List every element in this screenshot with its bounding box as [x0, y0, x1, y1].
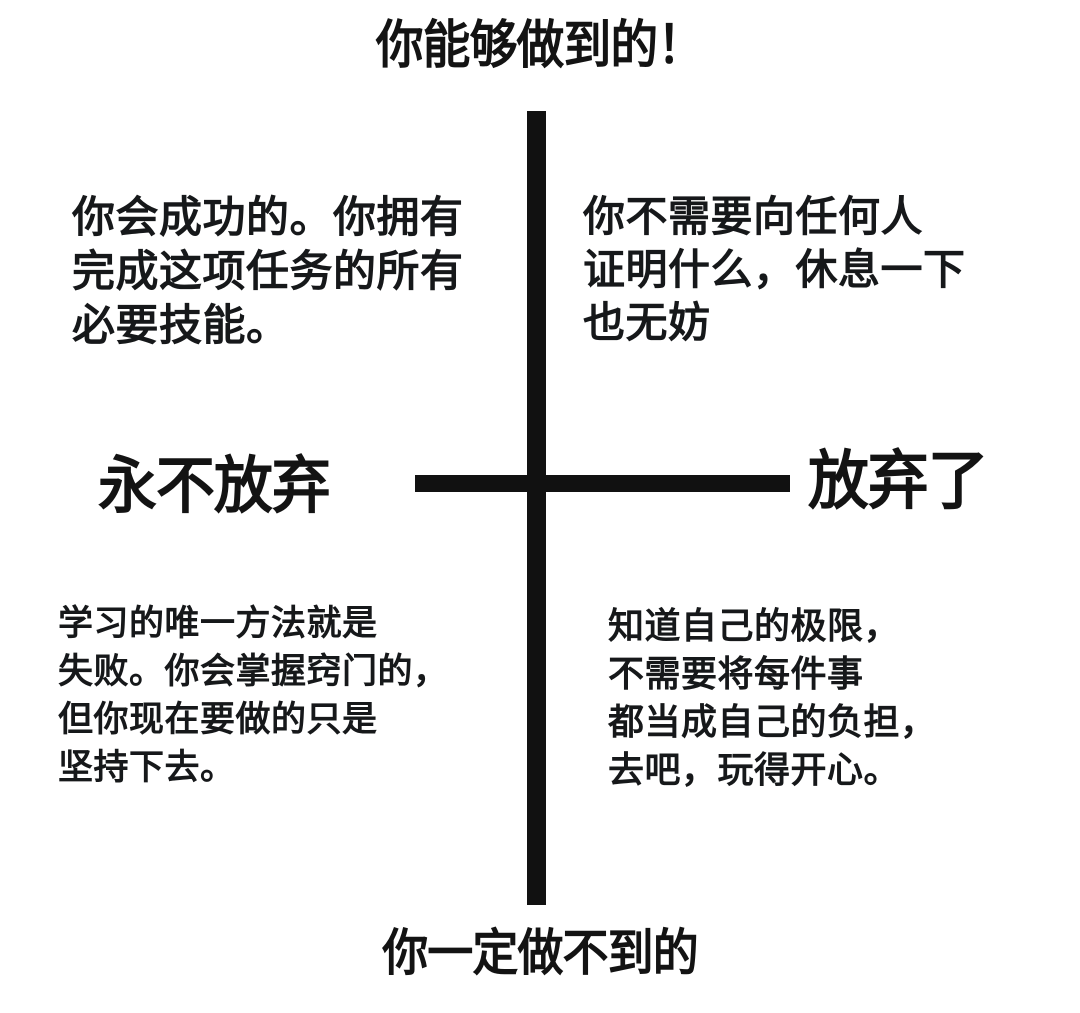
vertical-axis-line [527, 111, 546, 905]
quadrant-top-right: 你不需要向任何人 证明什么，休息一下 也无妨 [583, 192, 966, 351]
quadrant-bottom-right-line: 都当成自己的负担， [608, 702, 937, 742]
axis-label-top: 你能够做到的！ [375, 16, 705, 76]
quadrant-bottom-right-line: 去吧，玩得开心。 [608, 750, 901, 790]
axis-label-right: 放弃了 [808, 445, 988, 519]
axis-label-left: 永不放弃 [98, 449, 331, 522]
quadrant-top-left-line: 你会成功的。你拥有 [72, 195, 464, 242]
quadrant-bottom-left: 学习的唯一方法就是 失败。你会掌握窍门的， 但你现在要做的只是 坚持下去。 [58, 600, 449, 792]
quadrant-bottom-left-line: 学习的唯一方法就是 [58, 604, 378, 643]
axis-label-bottom: 你一定做不到的 [382, 924, 698, 982]
quadrant-top-left-line: 完成这项任务的所有 [72, 249, 464, 296]
quadrant-bottom-right-line: 知道自己的极限， [608, 606, 901, 646]
quadrant-top-right-line: 也无妨 [583, 301, 711, 347]
quadrant-top-left-line: 必要技能。 [72, 303, 290, 350]
quadrant-bottom-left-line: 失败。你会掌握窍门的， [58, 652, 449, 691]
quadrant-top-right-line: 你不需要向任何人 [583, 195, 924, 241]
horizontal-axis-line [415, 475, 790, 492]
quadrant-bottom-right-line: 不需要将每件事 [608, 654, 864, 694]
quadrant-bottom-left-line: 但你现在要做的只是 [58, 700, 378, 739]
quadrant-bottom-right: 知道自己的极限， 不需要将每件事 都当成自己的负担， 去吧，玩得开心。 [608, 602, 937, 794]
quadrant-top-right-line: 证明什么，休息一下 [583, 248, 966, 294]
quadrant-top-left: 你会成功的。你拥有 完成这项任务的所有 必要技能。 [72, 192, 464, 354]
quadrant-bottom-left-line: 坚持下去。 [58, 748, 236, 787]
